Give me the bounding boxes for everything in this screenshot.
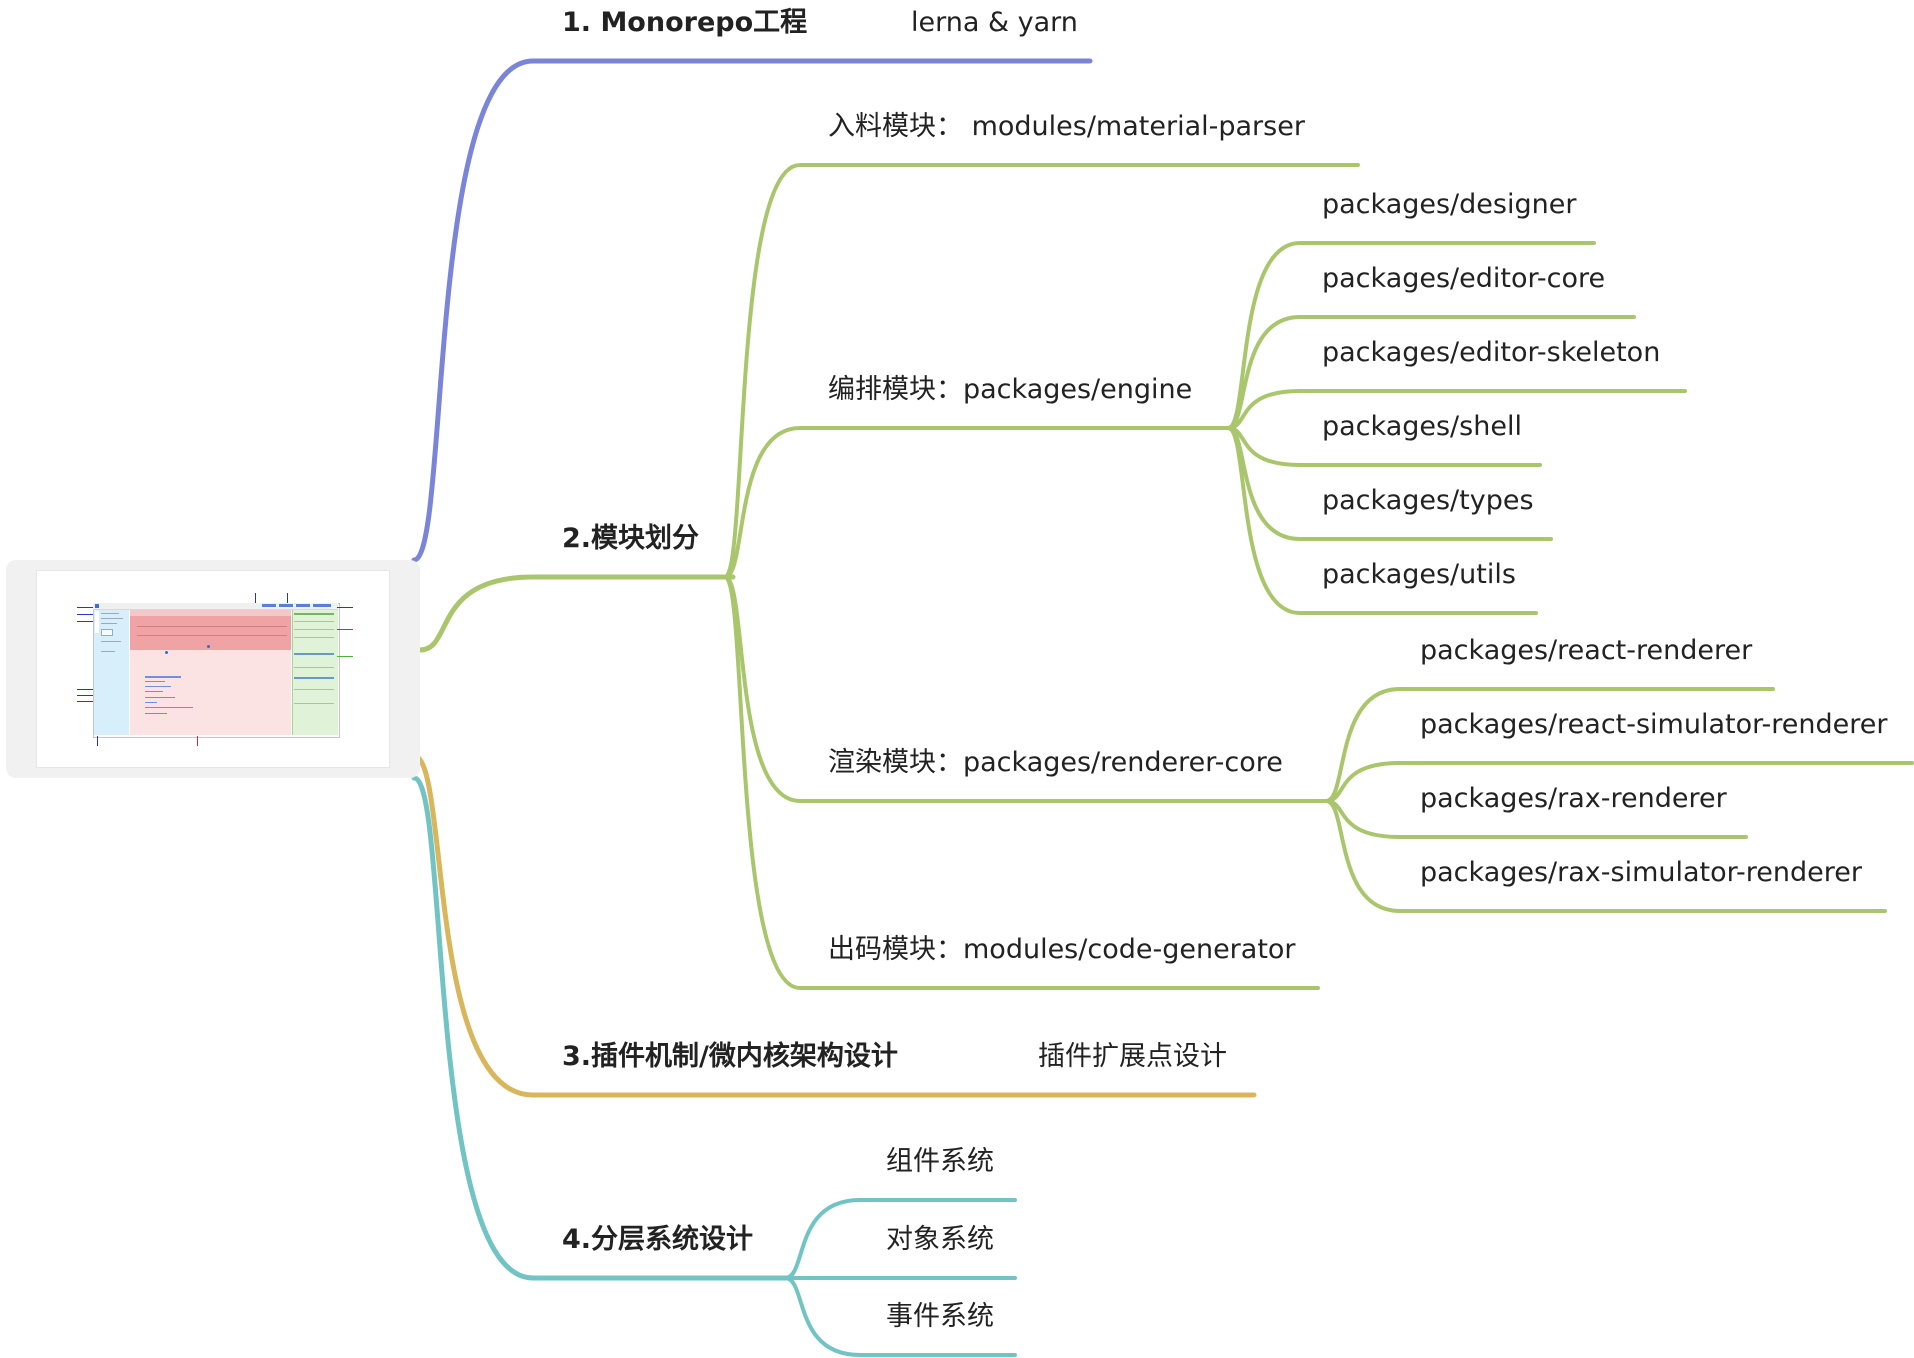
module-label-0[interactable]: 入料模块： modules/material-parser [828,111,1306,142]
layer-label-1[interactable]: 对象系统 [886,1224,994,1255]
branch-label-modules[interactable]: 2.模块划分 [562,523,699,554]
module-line-3 [723,575,1320,990]
module-1-child-line-2 [1226,389,1687,430]
module-1-child-3[interactable]: packages/shell [1322,411,1522,442]
module-2-child-2[interactable]: packages/rax-renderer [1420,783,1728,814]
module-2-child-0[interactable]: packages/react-renderer [1420,635,1753,666]
layer-label-2[interactable]: 事件系统 [886,1301,994,1332]
branch-line-monorepo [411,58,1093,563]
branch-label-monorepo[interactable]: 1. Monorepo工程 [562,7,807,38]
layer-label-0[interactable]: 组件系统 [886,1146,994,1177]
module-1-child-4[interactable]: packages/types [1322,485,1534,516]
module-2-child-line-1 [1324,761,1914,803]
module-1-child-1[interactable]: packages/editor-core [1322,263,1605,294]
root-node[interactable] [6,560,420,778]
node-plugins-0[interactable]: 插件扩展点设计 [1038,1041,1227,1072]
branch-label-layers[interactable]: 4.分层系统设计 [562,1223,753,1255]
module-1-child-5[interactable]: packages/utils [1322,559,1516,590]
module-1-child-line-5 [1226,426,1538,615]
module-line-0 [723,163,1360,579]
module-2-child-line-3 [1324,799,1887,913]
layer-line-0 [783,1198,1017,1280]
branch-line-plugins [411,753,1257,1098]
module-2-child-1[interactable]: packages/react-simulator-renderer [1420,709,1888,740]
node-monorepo-0[interactable]: lerna & yarn [911,7,1078,38]
module-1-child-0[interactable]: packages/designer [1322,189,1577,220]
module-2-child-3[interactable]: packages/rax-simulator-renderer [1420,857,1863,888]
module-1-child-line-4 [1226,426,1553,541]
branch-label-plugins[interactable]: 3.插件机制/微内核架构设计 [562,1040,898,1072]
branch-line-layers [411,775,796,1281]
module-1-child-line-1 [1226,315,1636,430]
layer-line-2 [783,1276,1017,1357]
module-2-child-line-0 [1324,687,1775,803]
module-1-child-2[interactable]: packages/editor-skeleton [1322,337,1660,368]
root-thumbnail-image [36,570,390,768]
module-label-2[interactable]: 渲染模块：packages/renderer-core [828,747,1283,778]
module-line-1 [723,426,1234,579]
branch-line-modules [417,574,736,653]
module-label-1[interactable]: 编排模块：packages/engine [828,374,1192,405]
module-label-3[interactable]: 出码模块：modules/code-generator [828,934,1296,965]
